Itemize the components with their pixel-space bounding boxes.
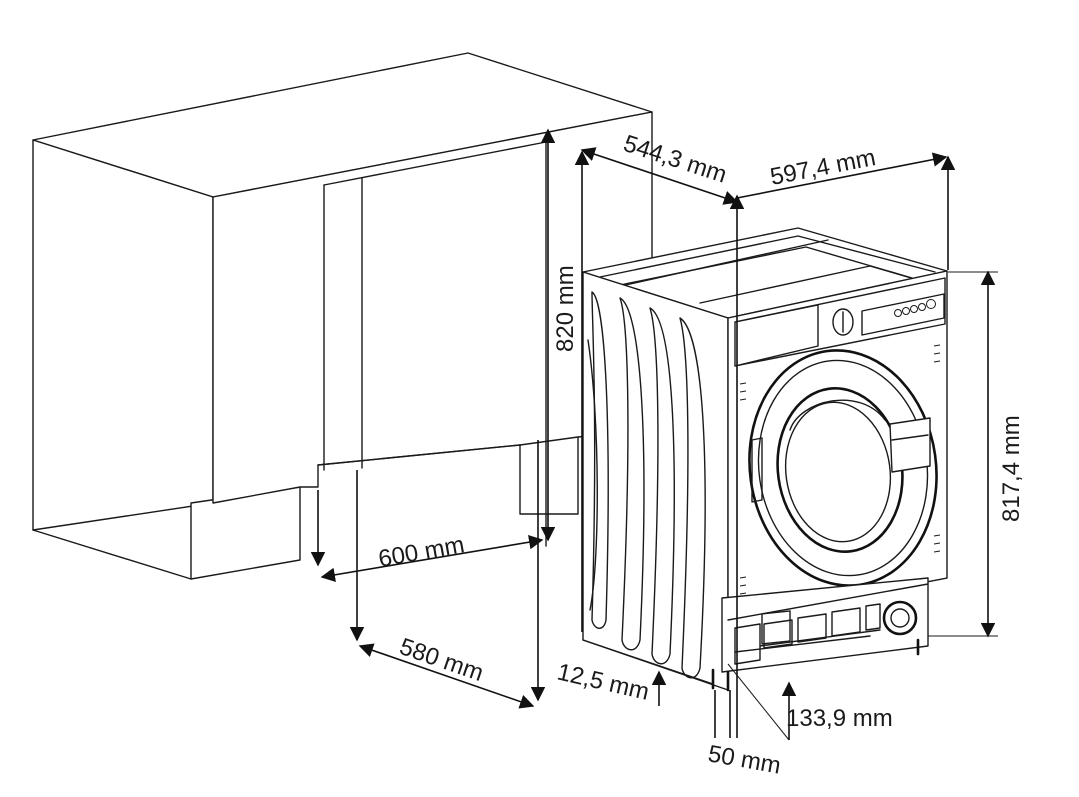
label-niche-height: 820 mm xyxy=(552,265,579,352)
label-width-top: 597,4 mm xyxy=(768,144,878,191)
washing-machine xyxy=(582,227,948,692)
label-front-offset: 12,5 mm xyxy=(555,659,652,706)
label-plinth-height: 133,9 mm xyxy=(786,705,893,732)
dimension-lines xyxy=(310,128,998,741)
label-niche-width: 600 mm xyxy=(376,531,466,573)
label-machine-height: 817,4 mm xyxy=(998,415,1025,522)
label-plinth-depth: 50 mm xyxy=(706,740,783,779)
label-niche-depth: 580 mm xyxy=(396,633,487,687)
